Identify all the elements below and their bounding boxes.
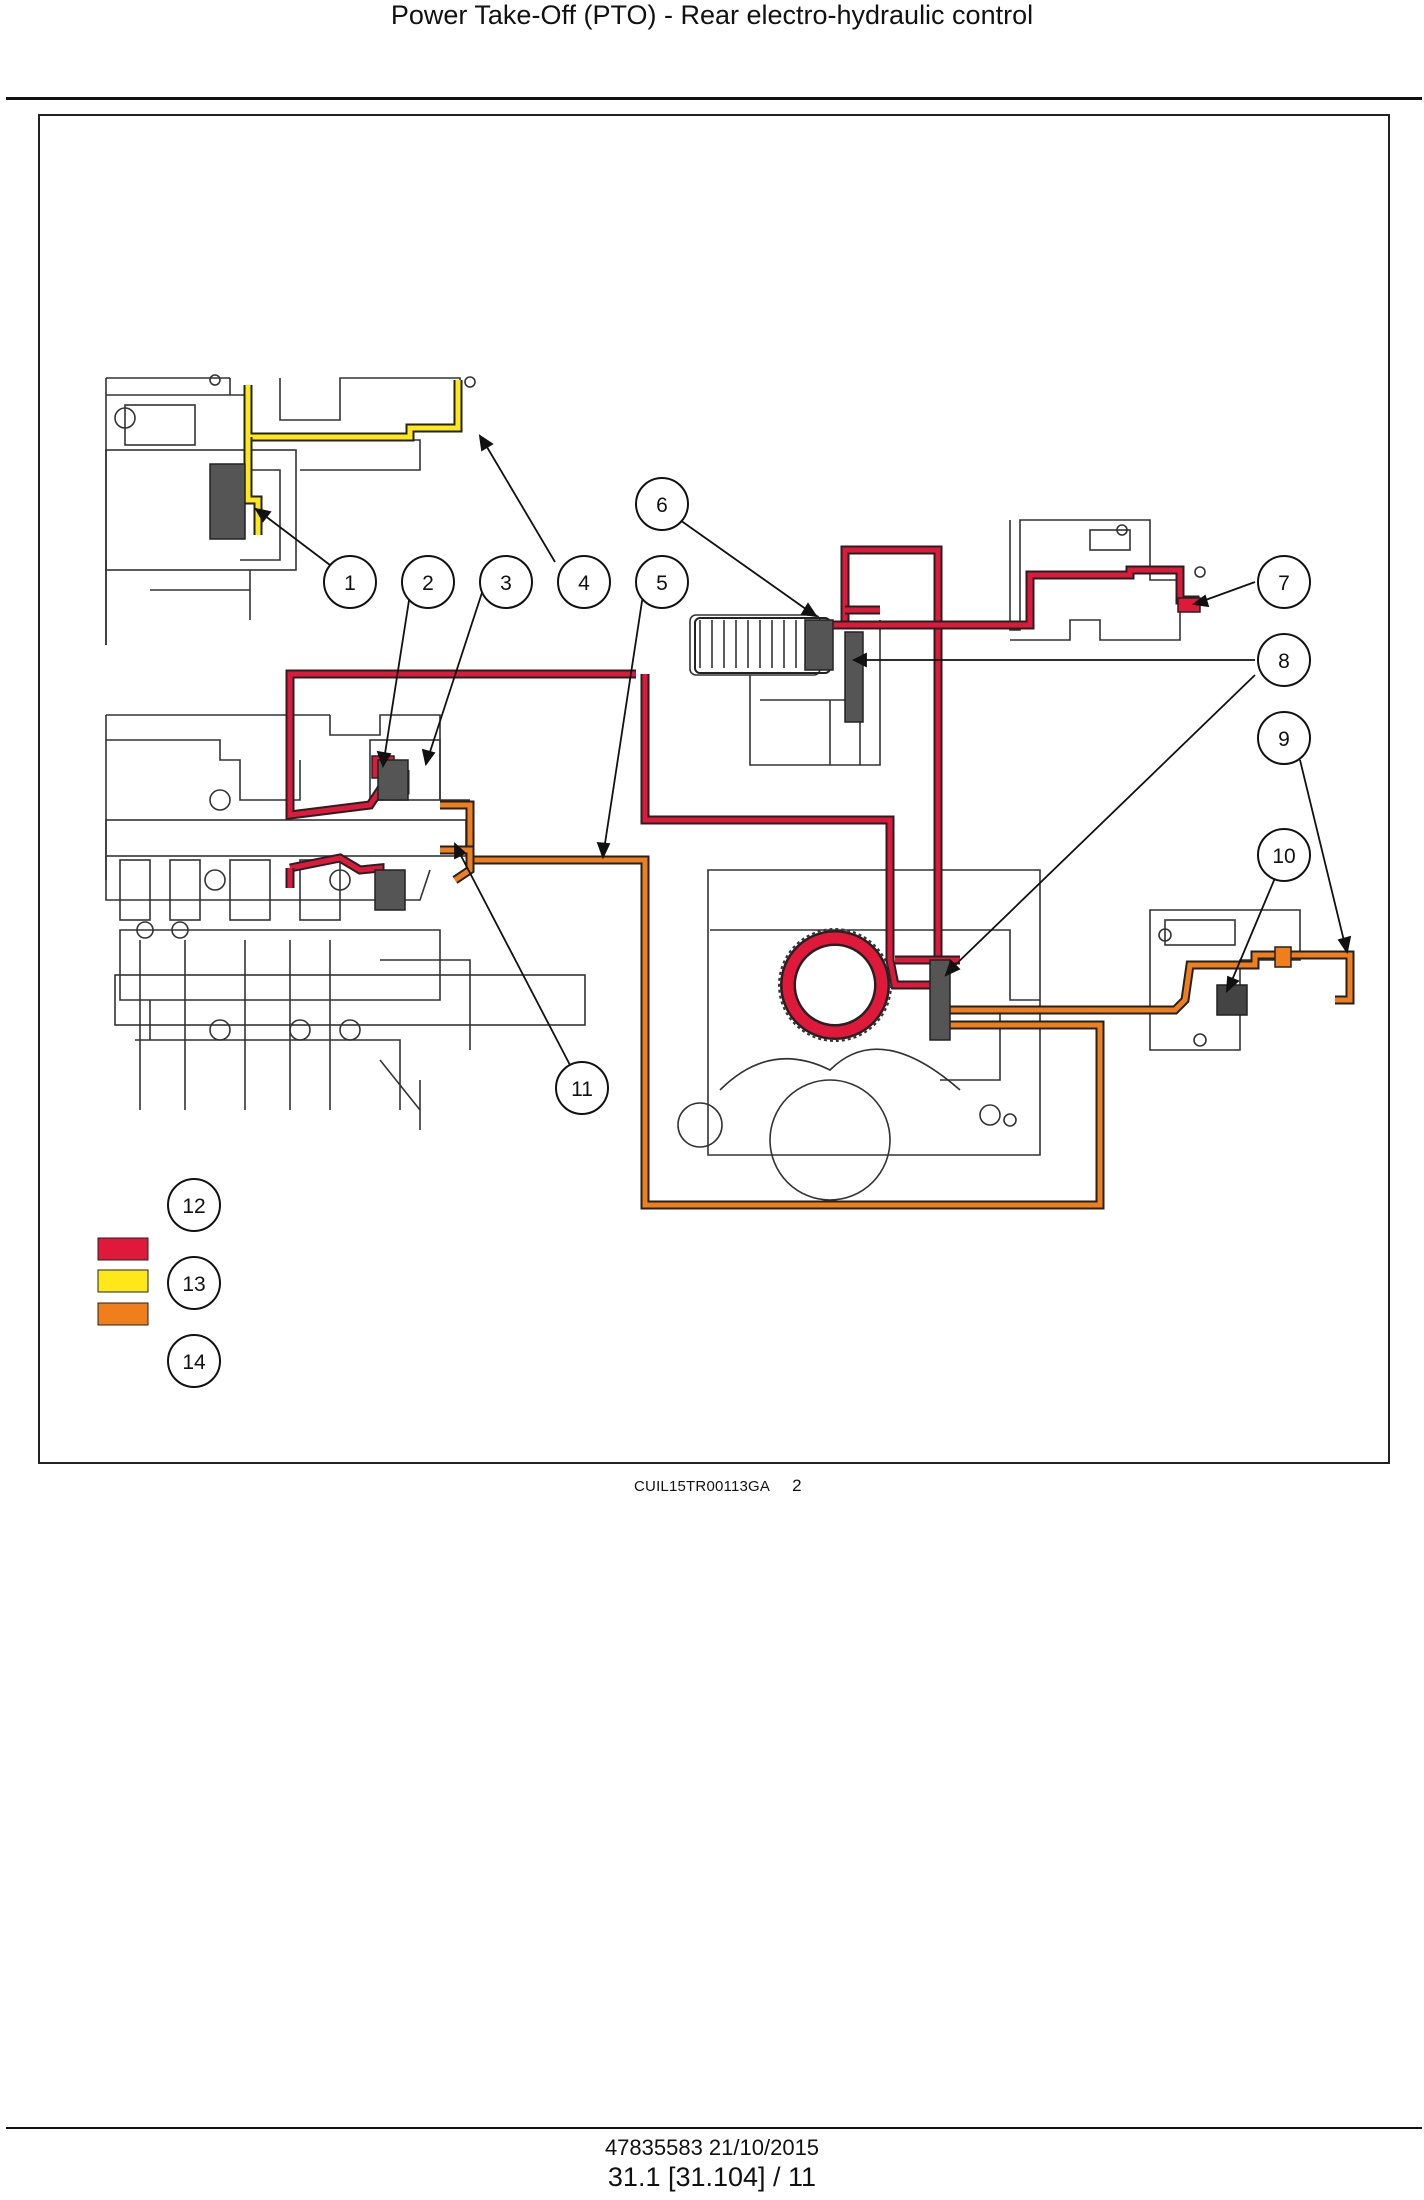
- callout-6-label: 6: [656, 494, 668, 517]
- footer-divider: [6, 2127, 1422, 2129]
- callouts: [167, 477, 1311, 1388]
- callout-8: [1257, 633, 1311, 687]
- figure-number: 2: [792, 1476, 802, 1495]
- document-reference: 47835583 21/10/2015: [604, 2135, 820, 2160]
- caption-code: CUIL15TR00113GA: [634, 1478, 771, 1495]
- callout-8-label: 8: [1278, 650, 1290, 673]
- callout-2: [401, 555, 455, 609]
- figure-frame: [38, 114, 1390, 1464]
- callout-5: [635, 555, 689, 609]
- legend-swatch-lubrication: [97, 1269, 149, 1293]
- header-divider: [6, 97, 1422, 100]
- callout-3-label: 3: [500, 572, 512, 595]
- callout-12-label: 12: [182, 1195, 205, 1218]
- callout-9: [1257, 711, 1311, 765]
- leader-lines: [254, 434, 1352, 1066]
- callout-11-label: 11: [571, 1078, 593, 1101]
- figure-caption: CUIL15TR00113GA 2: [634, 1476, 802, 1496]
- page-title: Power Take-Off (PTO) - Rear electro-hydr…: [390, 0, 1034, 30]
- mechanical-linework: [105, 374, 1301, 1201]
- valve-spools: [374, 617, 951, 1041]
- page-reference: 31.1 [31.104] / 11: [607, 2162, 817, 2192]
- callout-9-label: 9: [1278, 728, 1290, 751]
- callout-11: [555, 1061, 609, 1115]
- callout-1: [323, 555, 377, 609]
- callout-1-label: 1: [344, 572, 356, 595]
- callout-2-label: 2: [422, 572, 434, 595]
- callout-13: [167, 1256, 221, 1310]
- legend-swatch-pressure: [97, 1237, 149, 1261]
- yellow-line: [209, 380, 463, 540]
- callout-6: [635, 477, 689, 531]
- callout-14-label: 14: [182, 1351, 206, 1374]
- callout-3: [479, 555, 533, 609]
- orange-line: [440, 800, 1355, 1210]
- callout-10: [1257, 828, 1311, 882]
- callout-10-label: 10: [1272, 845, 1295, 868]
- callout-12: [167, 1178, 221, 1232]
- legend: [97, 1237, 149, 1326]
- legend-swatch-return: [97, 1302, 149, 1326]
- callout-4: [557, 555, 611, 609]
- callout-5-label: 5: [656, 572, 668, 595]
- callout-13-label: 13: [182, 1273, 205, 1296]
- red-line: [285, 545, 1201, 1042]
- callout-14: [167, 1334, 221, 1388]
- callout-7: [1257, 555, 1311, 609]
- callout-4-label: 4: [578, 572, 590, 595]
- callout-7-label: 7: [1278, 572, 1290, 595]
